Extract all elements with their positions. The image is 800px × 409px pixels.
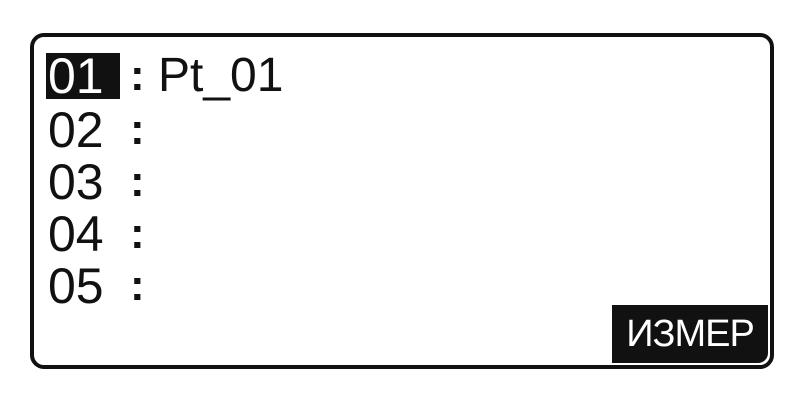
list-row-01[interactable]: 01 : Pt_01 [46,51,283,101]
row-separator: : [130,157,145,206]
row-value: Pt_01 [158,49,284,102]
row-number-selected: 01 [46,51,120,101]
list-row-04[interactable]: 04 : [46,209,158,259]
row-number: 04 [48,206,104,262]
list-row-03[interactable]: 03 : [46,157,158,207]
list-row-02[interactable]: 02 : [46,105,158,155]
row-separator: : [130,105,145,154]
measure-softkey-button[interactable]: ИЗМЕР [612,305,768,363]
row-number: 05 [48,258,104,314]
row-number: 02 [48,102,104,158]
row-separator: : [130,51,145,100]
row-separator: : [130,261,145,310]
row-number: 03 [48,154,104,210]
row-separator: : [130,209,145,258]
lcd-screen: 01 : Pt_01 02 : 03 : 04 : 05 : ИЗМЕР [30,33,774,369]
list-row-05[interactable]: 05 : [46,261,158,311]
